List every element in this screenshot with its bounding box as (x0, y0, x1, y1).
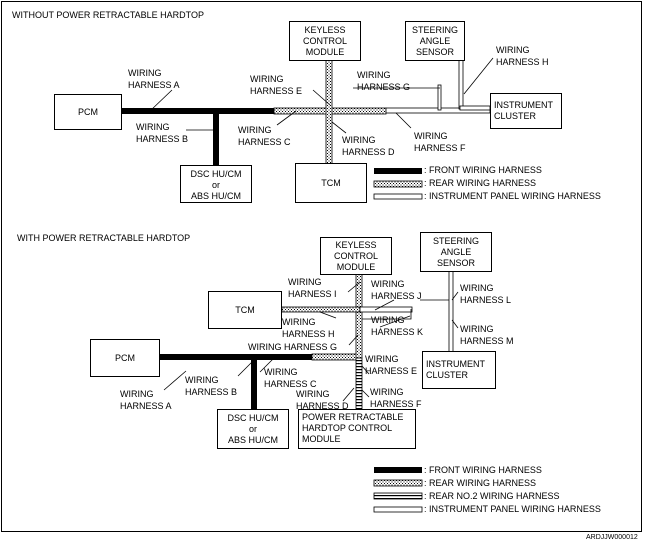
top-harness-c-label: WIRING HARNESS C (238, 125, 291, 147)
top-harness-g-label: WIRING HARNESS G (357, 70, 411, 92)
bottom-legend-rear2: : REAR NO.2 WIRING HARNESS (424, 491, 560, 501)
top-tcm-label: TCM (321, 178, 341, 188)
top-harness-e-label: WIRING HARNESS E (250, 74, 303, 96)
bottom-harness-j-label: WIRING HARNESS J (371, 279, 422, 301)
top-keyless-label: KEYLESS CONTROL MODULE (302, 25, 347, 57)
top-legend-panel: : INSTRUMENT PANEL WIRING HARNESS (424, 191, 601, 201)
top-pcm-label: PCM (78, 107, 98, 117)
top-front-harness (122, 108, 274, 166)
top-harness-h-label: WIRING HARNESS H (496, 45, 549, 67)
bottom-dsc-label: DSC HU/CM or ABS HU/CM (227, 413, 279, 445)
bottom-harness-e-label: WIRING HARNESS E (365, 354, 418, 376)
top-steering-box: STEERING ANGLE SENSOR (405, 21, 465, 61)
bottom-harness-g-label: WIRING HARNESS G (248, 342, 338, 352)
bottom-harness-c-label: WIRING HARNESS C (264, 367, 317, 389)
bottom-instrument-box: INSTRUMENT CLUSTER (422, 351, 496, 389)
bottom-rear2-harness (355, 357, 363, 411)
bottom-harness-m-label: WIRING HARNESS M (460, 324, 514, 346)
top-legend-front: : FRONT WIRING HARNESS (424, 165, 542, 175)
bottom-harness-i-label: WIRING HARNESS I (288, 277, 337, 299)
top-harness-f-label: WIRING HARNESS F (414, 131, 466, 153)
top-leader-lines (149, 57, 494, 134)
bottom-pcm-box: PCM (90, 339, 160, 377)
top-instrument-box: INSTRUMENT CLUSTER (490, 93, 562, 129)
bottom-harness-h-label: WIRING HARNESS H (282, 317, 335, 339)
bottom-front-harness (160, 354, 312, 410)
top-dsc-label: DSC HU/CM or ABS HU/CM (190, 169, 242, 201)
top-section-title: WITHOUT POWER RETRACTABLE HARDTOP (12, 10, 205, 20)
top-legend-swatches (373, 168, 423, 200)
bottom-keyless-box: KEYLESS CONTROL MODULE (320, 237, 392, 275)
bottom-dsc-box: DSC HU/CM or ABS HU/CM (217, 409, 289, 449)
bottom-tcm-label: TCM (235, 305, 255, 315)
bottom-instrument-label: INSTRUMENT CLUSTER (426, 359, 485, 380)
bottom-harness-k-label: WIRING HARNESS K (371, 315, 424, 337)
bottom-keyless-label: KEYLESS CONTROL MODULE (333, 240, 378, 272)
bottom-legend-swatches (373, 467, 423, 513)
bottom-legend-panel: : INSTRUMENT PANEL WIRING HARNESS (424, 504, 601, 514)
top-pcm-box: PCM (54, 94, 122, 130)
top-harness-a-label: WIRING HARNESS A (128, 68, 180, 90)
bottom-legend-front: : FRONT WIRING HARNESS (424, 465, 542, 475)
bottom-steering-box: STEERING ANGLE SENSOR (420, 232, 492, 272)
top-tcm-box: TCM (295, 163, 367, 203)
bottom-harness-l-label: WIRING HARNESS L (460, 283, 512, 305)
top-steering-label: STEERING ANGLE SENSOR (411, 25, 458, 57)
bottom-harness-f-label: WIRING HARNESS F (370, 387, 422, 409)
bottom-section-title: WITH POWER RETRACTABLE HARDTOP (17, 233, 191, 243)
bottom-harness-b-label: WIRING HARNESS B (185, 375, 238, 397)
bottom-legend-rear: : REAR WIRING HARNESS (424, 478, 537, 488)
top-legend-rear: : REAR WIRING HARNESS (424, 178, 537, 188)
bottom-leader-lines (163, 281, 459, 402)
bottom-prh-label: POWER RETRACTABLE HARDTOP CONTROL MODULE (302, 412, 404, 444)
top-dsc-box: DSC HU/CM or ABS HU/CM (180, 165, 252, 203)
bottom-tcm-box: TCM (208, 291, 282, 329)
top-keyless-box: KEYLESS CONTROL MODULE (289, 21, 361, 61)
top-harness-b-label: WIRING HARNESS B (136, 122, 189, 144)
bottom-pcm-label: PCM (115, 353, 135, 363)
bottom-harness-a-label: WIRING HARNESS A (120, 389, 172, 411)
figure-code: ARDJJW000012 (586, 534, 638, 541)
bottom-prh-box: POWER RETRACTABLE HARDTOP CONTROL MODULE (298, 409, 416, 449)
top-instrument-label: INSTRUMENT CLUSTER (494, 100, 553, 121)
bottom-steering-label: STEERING ANGLE SENSOR (432, 236, 479, 268)
diagram-frame (1, 1, 642, 532)
bottom-harness-d-label: WIRING HARNESS D (296, 389, 349, 411)
top-harness-d-label: WIRING HARNESS D (342, 135, 395, 157)
